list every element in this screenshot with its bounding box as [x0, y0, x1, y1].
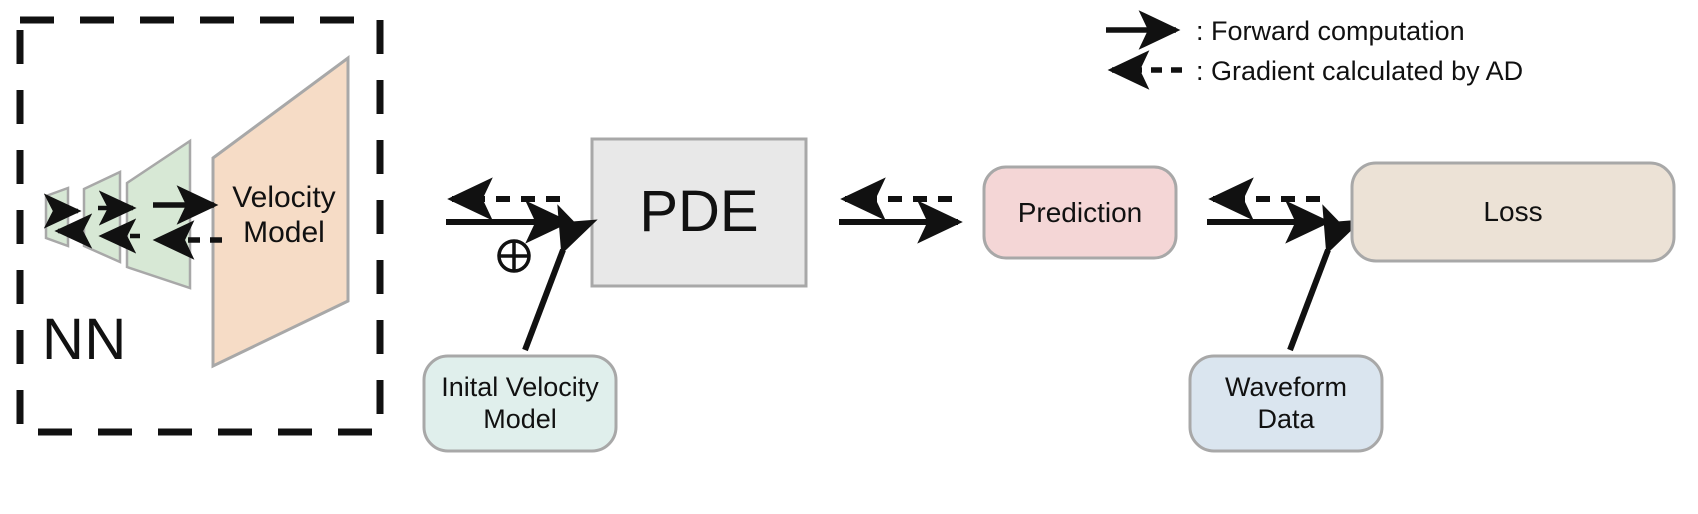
edge-initialvelocity-to-pde — [522, 204, 598, 352]
loss-box — [1350, 161, 1676, 263]
legend-forward-computation-label: : Forward computation — [1196, 16, 1465, 46]
nn-layer-1 — [44, 186, 70, 248]
waveform-data-box — [1188, 354, 1384, 453]
initial-velocity-model-box — [422, 354, 618, 453]
velocity-model-shape — [211, 55, 350, 369]
legend-gradient-ad-label: : Gradient calculated by AD — [1196, 56, 1524, 86]
nn-layer-3 — [125, 138, 192, 290]
pde-box — [590, 137, 808, 288]
edge-waveformdata-to-loss — [1287, 204, 1363, 352]
prediction-box — [982, 165, 1178, 260]
nn-dashed-container — [16, 16, 384, 436]
nn-group-tag: NN — [42, 307, 127, 372]
nn-layer-2 — [82, 170, 122, 264]
